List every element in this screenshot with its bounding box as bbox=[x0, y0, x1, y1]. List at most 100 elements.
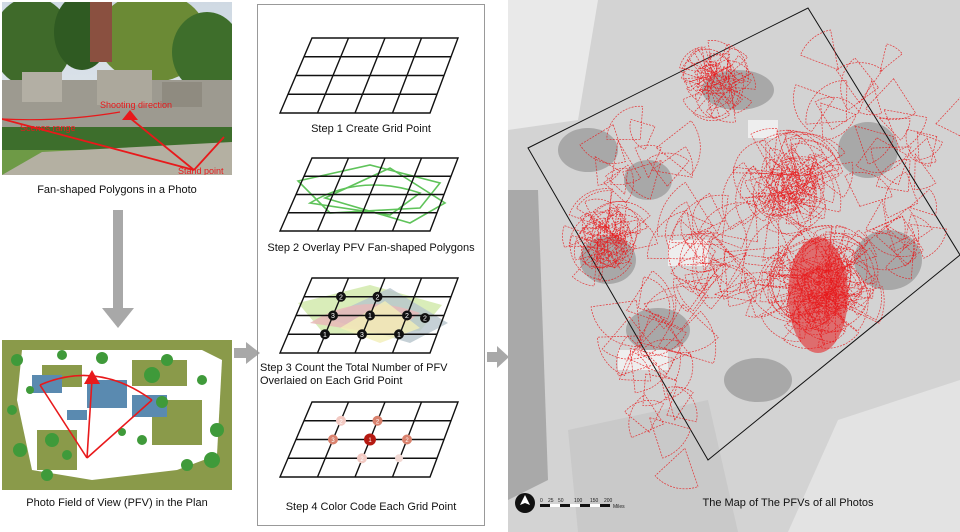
pfv-polygon bbox=[784, 156, 818, 203]
pfv-polygon bbox=[626, 270, 675, 326]
scale-unit: Miles bbox=[613, 504, 625, 510]
pfv-polygon bbox=[755, 173, 783, 209]
pfv-polygon bbox=[682, 87, 720, 118]
pfv-polygon bbox=[806, 161, 854, 198]
step4-label: Step 4 Color Code Each Grid Point bbox=[285, 501, 457, 513]
pfv-polygon bbox=[603, 206, 627, 234]
step3-grid: 2 2 3 1 2 2 3 1 1 bbox=[278, 277, 460, 354]
pfv-polygon bbox=[768, 180, 816, 228]
grid-point-count: 3 bbox=[360, 332, 364, 339]
pfv-polygon bbox=[692, 92, 731, 122]
pfv-polygon bbox=[824, 229, 878, 274]
pfv-polygon bbox=[658, 352, 694, 401]
pfv-polygon bbox=[665, 201, 700, 250]
pfv-polygon bbox=[719, 65, 741, 89]
pfv-polygon bbox=[719, 248, 757, 293]
pfv-polygon bbox=[820, 102, 857, 141]
pfv-polygon bbox=[813, 268, 851, 313]
steps-panel: Step 1 Create Grid Point Step 2 Overlay … bbox=[257, 4, 485, 526]
pfv-polygon bbox=[762, 213, 806, 262]
scale-tick: 150 bbox=[590, 498, 599, 504]
pfv-polygon bbox=[579, 124, 627, 164]
step1-grid bbox=[278, 37, 460, 114]
pfv-polygon bbox=[665, 386, 694, 421]
pfv-polygon bbox=[649, 417, 691, 459]
pfv-polygon bbox=[772, 225, 832, 288]
plan-panel bbox=[2, 340, 232, 490]
pfv-polygon bbox=[825, 231, 868, 285]
pfv-polygon bbox=[782, 227, 832, 295]
pfv-polygon bbox=[655, 120, 701, 176]
pfv-polygon bbox=[646, 209, 698, 260]
pfv-polygon bbox=[779, 225, 833, 276]
pfv-polygon bbox=[729, 67, 752, 92]
pfv-polygon bbox=[761, 172, 792, 202]
grid-point: 2 bbox=[420, 313, 430, 323]
pfv-polygon bbox=[835, 62, 884, 104]
pfv-polygon bbox=[703, 53, 731, 82]
pfv-polygon bbox=[865, 198, 889, 235]
pfv-polygon bbox=[858, 79, 883, 116]
pfv-polygon bbox=[637, 315, 687, 357]
pfv-polygon bbox=[726, 72, 756, 90]
pfv-polygon bbox=[657, 181, 718, 237]
pfv-polygon bbox=[761, 271, 803, 320]
scale-bar: 0 25 50 100 150 200 Miles bbox=[515, 493, 625, 513]
pfv-polygon bbox=[889, 234, 916, 267]
pfv-polygon bbox=[569, 235, 606, 281]
pfv-density-core bbox=[788, 237, 848, 353]
grid-point: 2 bbox=[336, 291, 346, 302]
pfv-polygon bbox=[639, 339, 684, 375]
pfv-polygon bbox=[776, 147, 808, 176]
pfv-polygon bbox=[785, 182, 827, 225]
grid-point-count: 2 bbox=[405, 438, 409, 444]
grid-point-count: 2 bbox=[376, 420, 380, 426]
grid-point-count: 2 bbox=[423, 316, 427, 323]
pfv-polygon bbox=[642, 373, 678, 407]
pfv-polygon bbox=[643, 294, 677, 330]
arrow-down-icon bbox=[102, 210, 134, 328]
grid-point: 1 bbox=[365, 310, 375, 321]
pfv-polygon bbox=[614, 204, 641, 235]
pfv-polygon bbox=[581, 212, 609, 230]
pfv-polygon bbox=[601, 316, 656, 360]
pfv-polygon bbox=[719, 83, 743, 110]
pfv-polygon bbox=[771, 186, 798, 212]
pfv-polygon bbox=[908, 188, 937, 216]
pfv-polygon bbox=[833, 263, 861, 288]
pfv-polygon bbox=[704, 66, 734, 94]
grid-point: 3 bbox=[328, 434, 338, 445]
pfv-polygon bbox=[878, 117, 911, 141]
pfv-polygon bbox=[597, 335, 641, 377]
pfv-polygon bbox=[787, 180, 817, 215]
pfv-polygon bbox=[832, 245, 856, 277]
grid-point-count: 1 bbox=[368, 438, 372, 444]
pfv-polygon bbox=[886, 224, 911, 252]
pfv-polygon bbox=[575, 190, 612, 229]
grid-point-count: 1 bbox=[323, 332, 327, 339]
pfv-polygon bbox=[782, 255, 849, 302]
grid-point: 1 bbox=[394, 329, 404, 340]
pfv-polygon bbox=[576, 227, 597, 251]
pfv-polygon bbox=[683, 48, 717, 84]
pfv-polygon bbox=[568, 188, 613, 229]
pfv-polygon bbox=[905, 128, 938, 168]
pfv-polygon bbox=[716, 200, 759, 243]
pfv-polygon bbox=[782, 163, 817, 211]
pfv-polygon bbox=[582, 236, 607, 265]
pfv-polygon bbox=[606, 234, 634, 270]
pfv-polygon bbox=[627, 319, 681, 382]
pfv-polygon bbox=[735, 165, 778, 225]
plan-caption: Photo Field of View (PFV) in the Plan bbox=[26, 497, 208, 509]
pfv-polygon bbox=[687, 46, 714, 74]
grid-point-count: 2 bbox=[360, 457, 364, 463]
grid-point-count: 1 bbox=[368, 313, 372, 320]
pfv-polygon bbox=[707, 85, 740, 119]
pfv-polygon bbox=[764, 172, 801, 206]
pfv-polygon bbox=[611, 221, 630, 246]
label-scenes-range: Scenes range bbox=[20, 123, 76, 133]
pfv-polygon bbox=[805, 79, 848, 125]
pfv-polygon bbox=[780, 167, 816, 208]
pfv-polygon bbox=[606, 105, 644, 141]
pfv-polygon bbox=[793, 84, 835, 133]
